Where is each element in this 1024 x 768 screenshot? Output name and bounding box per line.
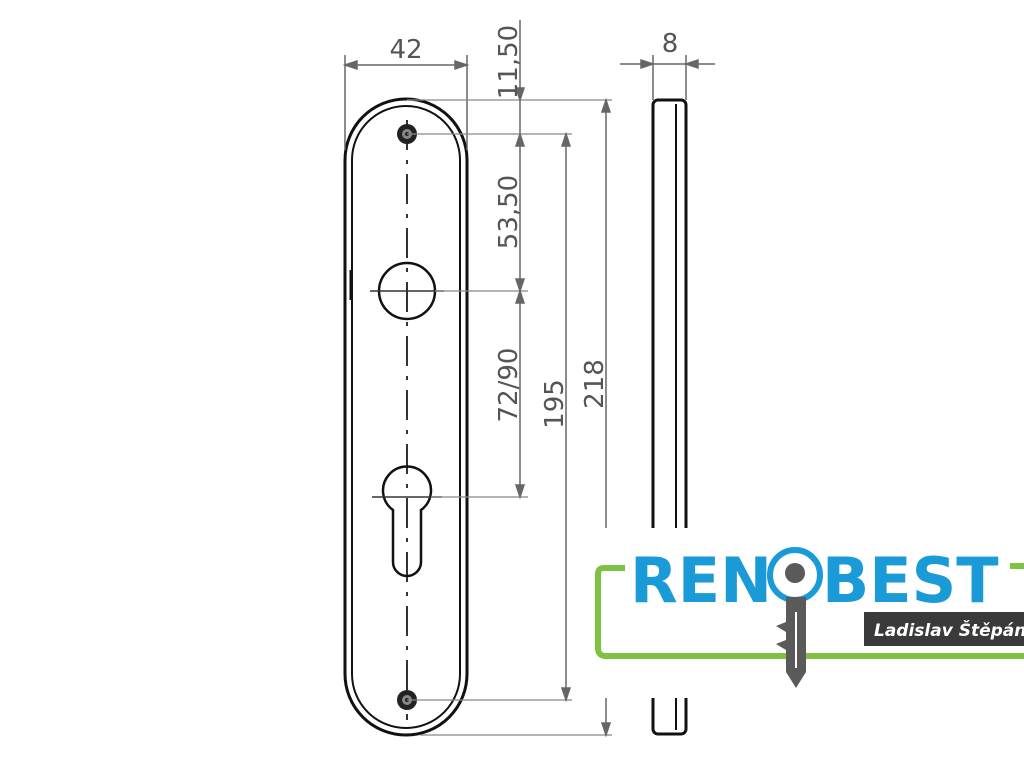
dim-width-label: 42	[389, 35, 422, 65]
extension-lines	[407, 99, 612, 736]
dim-handle-cylinder-label: 72/90	[494, 348, 524, 423]
dim-overall-label: 218	[580, 359, 610, 409]
logo-text-part2: BEST	[822, 544, 999, 617]
dim-handle-screw-label: 53,50	[494, 175, 524, 249]
logo-green-bracket	[595, 565, 1024, 659]
side-profile	[651, 98, 688, 736]
logo-tagline: Ladislav Štěpán	[874, 619, 1024, 641]
plate-outline	[343, 97, 469, 737]
dimension-screw-to-screw	[560, 131, 572, 703]
dim-thickness-label: 8	[662, 29, 679, 59]
dim-top-offset-label: 11,50	[494, 25, 524, 99]
renobest-logo: REN BEST Ladislav Štěpán	[585, 528, 1024, 698]
dimension-thickness	[620, 55, 715, 100]
plate-inner-outline	[351, 105, 461, 729]
logo-tagline-box	[864, 612, 1024, 646]
logo-text-part1: REN	[630, 544, 772, 617]
key-icon	[767, 547, 823, 688]
dim-screw-screw-label: 195	[540, 379, 570, 429]
plate-front-view	[343, 97, 469, 737]
cylinder-hole	[381, 465, 433, 578]
dimension-handle-to-screw	[514, 134, 526, 294]
dimension-handle-to-cylinder	[514, 288, 526, 500]
